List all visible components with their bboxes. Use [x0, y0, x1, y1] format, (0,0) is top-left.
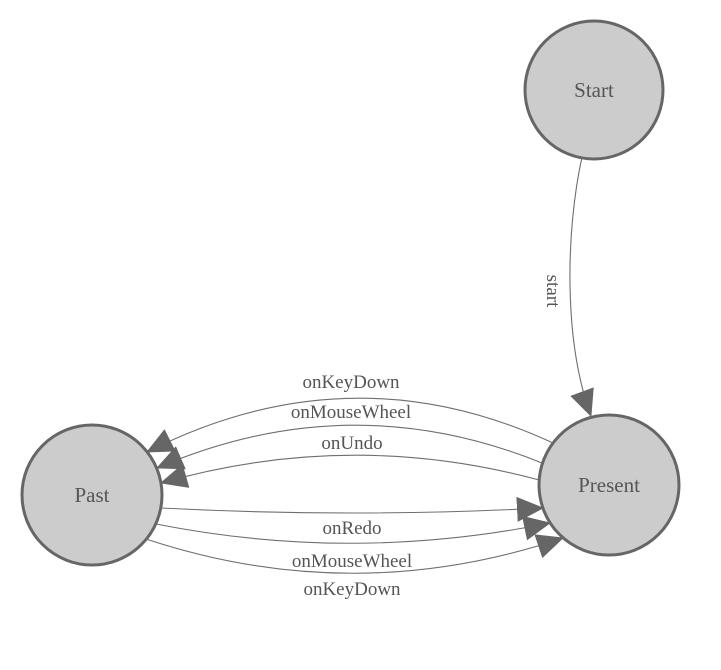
- edge-present-to-past-onundo: [160, 454, 540, 488]
- edge-past-to-present-onmousewheel: [155, 515, 551, 544]
- node-start-circle[interactable]: [523, 19, 665, 161]
- node-present[interactable]: [537, 413, 681, 557]
- edge-label-onkeydown-top: onKeyDown: [302, 372, 400, 393]
- edge-label-onundo: onUndo: [321, 433, 382, 454]
- edge-label-start: start: [542, 275, 563, 308]
- edge-label-onredo: onRedo: [322, 518, 381, 539]
- node-start-label: Start: [574, 78, 614, 102]
- node-past[interactable]: [20, 423, 164, 567]
- edge-start-to-present: [569, 156, 594, 417]
- node-label-layer: Start Present Past: [74, 78, 640, 507]
- node-present-label: Present: [578, 473, 640, 497]
- edge-label-onmousewheel-top: onMouseWheel: [291, 402, 411, 423]
- edge-past-to-present-onredo: [160, 496, 544, 522]
- node-present-circle[interactable]: [537, 413, 681, 557]
- edge-present-to-past-onkeydown: [146, 397, 554, 453]
- node-past-circle[interactable]: [20, 423, 164, 567]
- edge-label-onmousewheel-bottom: onMouseWheel: [292, 551, 412, 572]
- edge-layer: [145, 156, 594, 574]
- edge-label-onkeydown-bottom: onKeyDown: [303, 579, 401, 600]
- node-start[interactable]: [523, 19, 665, 161]
- edge-label-layer: start onKeyDown onMouseWheel onUndo onRe…: [291, 275, 563, 600]
- node-past-label: Past: [74, 483, 109, 507]
- edge-present-to-past-onmousewheel: [156, 424, 543, 470]
- edge-past-to-present-onkeydown: [145, 534, 564, 574]
